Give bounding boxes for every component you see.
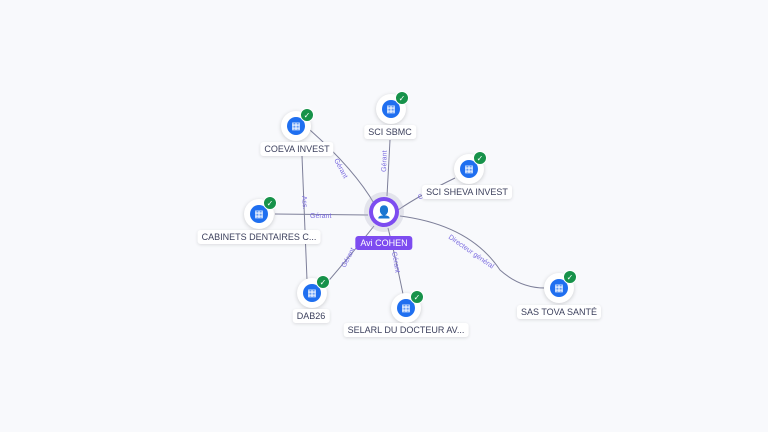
edge-label: G (417, 193, 426, 202)
edge-label: Gérant (310, 213, 331, 220)
edge-dab26 (324, 225, 375, 286)
edge-coeva (309, 129, 376, 206)
company-node-cabinets-dentaires[interactable]: ▦✓ (244, 196, 277, 229)
check-icon: ✓ (410, 290, 424, 304)
company-label[interactable]: SELARL DU DOCTEUR AV... (343, 323, 469, 337)
company-node-coeva-invest[interactable]: ▦✓ (281, 108, 314, 141)
company-label[interactable]: COEVA INVEST (260, 142, 334, 156)
building-icon: ▦ (460, 160, 478, 178)
check-icon: ✓ (300, 108, 314, 122)
building-icon: ▦ (550, 279, 568, 297)
edge-sbmc (386, 139, 391, 197)
building-icon: ▦ (303, 284, 321, 302)
company-label[interactable]: SCI SBMC (364, 125, 416, 139)
edge-label: Ass. (300, 196, 308, 210)
company-node-selarl[interactable]: ▦✓ (391, 290, 424, 323)
check-icon: ✓ (395, 91, 409, 105)
company-label[interactable]: SCI SHEVA INVEST (422, 185, 512, 199)
company-node-sci-sbmc[interactable]: ▦✓ (376, 91, 409, 124)
edge-label: Gérant (332, 158, 348, 180)
company-node-sci-sheva-invest[interactable]: ▦✓ (454, 151, 487, 184)
check-icon: ✓ (473, 151, 487, 165)
edge-sas (399, 215, 546, 289)
check-icon: ✓ (263, 196, 277, 210)
building-icon: ▦ (382, 100, 400, 118)
check-icon: ✓ (563, 270, 577, 284)
check-icon: ✓ (316, 275, 330, 289)
edge-coeva-dab26 (301, 155, 308, 281)
company-label[interactable]: SAS TOVA SANTÉ (516, 305, 602, 319)
edge-label: Gérant (381, 150, 389, 172)
person-icon: 👤 (373, 201, 395, 223)
person-label[interactable]: Avi COHEN (355, 236, 413, 250)
company-label[interactable]: DAB26 (292, 309, 330, 323)
edge-label: Gérant (341, 247, 357, 269)
edge-label: Directeur général (447, 234, 495, 271)
company-node-sas-tova-sante[interactable]: ▦✓ (544, 270, 577, 303)
person-node[interactable]: 👤 (364, 192, 404, 232)
building-icon: ▦ (287, 117, 305, 135)
edge-cabinets (274, 213, 369, 216)
edge-label: Gérant (390, 251, 401, 273)
edge-selarl (387, 227, 404, 295)
company-label[interactable]: CABINETS DENTAIRES C... (197, 230, 321, 244)
building-icon: ▦ (250, 205, 268, 223)
building-icon: ▦ (397, 299, 415, 317)
company-node-dab26[interactable]: ▦✓ (297, 275, 330, 308)
